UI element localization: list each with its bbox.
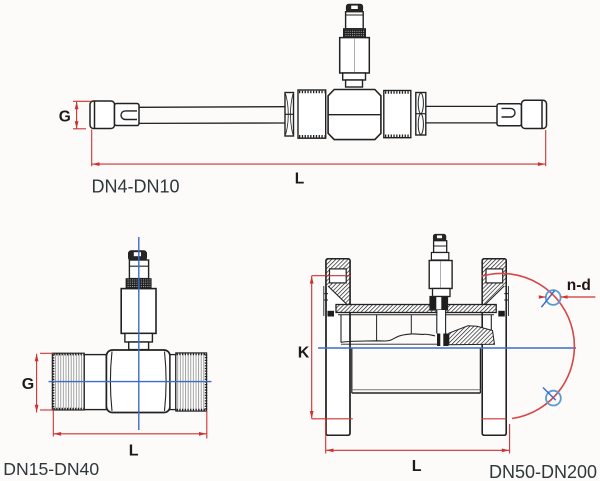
- svg-text:n-d: n-d: [567, 277, 591, 294]
- svg-text:L: L: [129, 443, 139, 460]
- svg-text:DN50-DN200: DN50-DN200: [489, 462, 597, 481]
- svg-text:K: K: [298, 345, 310, 362]
- svg-text:DN15-DN40: DN15-DN40: [3, 459, 99, 479]
- svg-text:G: G: [59, 108, 71, 125]
- svg-text:DN4-DN10: DN4-DN10: [92, 177, 180, 197]
- svg-text:L: L: [295, 171, 304, 188]
- svg-text:L: L: [412, 458, 422, 475]
- svg-text:G: G: [22, 376, 34, 393]
